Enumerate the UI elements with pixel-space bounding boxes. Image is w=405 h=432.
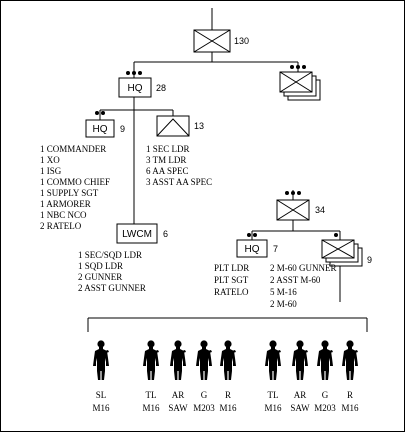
- soldier-role: TL: [268, 390, 279, 400]
- list-item: 3 TM LDR: [146, 155, 186, 165]
- soldier-weapon: M16: [341, 403, 359, 413]
- list-item: 2 ASST M-60: [270, 275, 321, 285]
- list-item: 1 COMMO CHIEF: [40, 177, 110, 187]
- soldier-role-labels: SL TL AR G R TL AR G R: [96, 390, 353, 400]
- list-item: 1 SQD LDR: [78, 261, 123, 271]
- platoon-hq-label: HQ: [245, 244, 260, 255]
- platoons-dots-icon: [290, 65, 306, 69]
- soldier-weapon: M203: [314, 403, 336, 413]
- list-item: 1 SEC/SQD LDR: [78, 250, 142, 260]
- soldier-role: R: [225, 390, 231, 400]
- company-hq-symbol: [85, 119, 115, 138]
- platoon-hq-dots-icon: [247, 233, 257, 237]
- soldier-role: R: [347, 390, 353, 400]
- platoons-stack-symbol: [279, 65, 321, 101]
- squad-dot-icon: [334, 233, 338, 237]
- squads-strength: 9: [367, 255, 372, 265]
- soldier-role: AR: [294, 390, 307, 400]
- hq-section-strength: 28: [156, 83, 166, 93]
- lwcm-strength: 6: [163, 229, 168, 239]
- list-item: 1 XO: [40, 155, 60, 165]
- hq-section-label: HQ: [128, 83, 143, 94]
- company-hq-label: HQ: [93, 124, 108, 135]
- list-item: 6 AA SPEC: [146, 166, 189, 176]
- platoon-hq-personnel-list: PLT LDR PLT SGT RATELO: [214, 263, 249, 297]
- air-defense-symbol: [156, 115, 190, 137]
- company-hq-strength: 9: [120, 124, 125, 134]
- lwcm-symbol: [116, 223, 158, 244]
- soldier-figure: [342, 340, 358, 380]
- list-item: 1 ARMORER: [40, 199, 91, 209]
- company-hq-personnel-list: 1 COMMANDER 1 XO 1 ISG 1 COMMO CHIEF 1 S…: [40, 144, 110, 231]
- hq-section-dots-icon: [126, 71, 142, 75]
- list-item: 2 M-60: [270, 299, 297, 309]
- list-item: PLT SGT: [214, 275, 249, 285]
- squads-stack-symbol: [321, 239, 363, 267]
- soldier-weapon-labels: M16 M16 SAW M203 M16 M16 SAW M203 M16: [92, 403, 359, 413]
- soldier-weapon: SAW: [168, 403, 188, 413]
- soldier-weapon: M16: [219, 403, 237, 413]
- soldier-weapon: M16: [264, 403, 282, 413]
- list-item: 1 ISG: [40, 166, 62, 176]
- soldier-weapon: M203: [193, 403, 215, 413]
- lwcm-label: LWCM: [122, 229, 152, 240]
- soldier-weapon: M16: [142, 403, 160, 413]
- list-item: 2 M-60 GUNNER: [270, 263, 337, 273]
- list-item: 1 SUPPLY SGT: [40, 188, 99, 198]
- list-item: 2 GUNNER: [78, 272, 122, 282]
- air-defense-strength: 13: [194, 121, 204, 131]
- soldier-figure: [220, 340, 236, 380]
- list-item: 2 ASST GUNNER: [78, 283, 146, 293]
- platoon-hq-strength: 7: [273, 244, 278, 254]
- list-item: 5 M-16: [270, 287, 297, 297]
- hq-section-symbol: [118, 77, 152, 98]
- list-item: RATELO: [214, 287, 249, 297]
- soldier-role: TL: [146, 390, 157, 400]
- soldier-weapon: M16: [92, 403, 110, 413]
- platoon-strength: 34: [315, 205, 325, 215]
- list-item: PLT LDR: [214, 263, 249, 273]
- soldier-role: G: [322, 390, 329, 400]
- soldier-role: G: [201, 390, 208, 400]
- soldiers-row: [93, 340, 358, 380]
- soldier-figure: [143, 340, 159, 380]
- platoon-dots-icon: [285, 191, 301, 195]
- soldier-figure: [317, 340, 333, 380]
- company-strength: 130: [234, 36, 249, 46]
- soldier-weapon: SAW: [290, 403, 310, 413]
- soldier-figure: [265, 340, 281, 380]
- soldier-figure: [170, 340, 186, 380]
- list-item: 1 COMMANDER: [40, 144, 106, 154]
- company-symbol: [193, 29, 231, 53]
- squads-weapons-list: 2 M-60 GUNNER 2 ASST M-60 5 M-16 2 M-60: [270, 263, 337, 309]
- list-item: 1 NBC NCO: [40, 210, 87, 220]
- soldier-figure: [93, 340, 109, 380]
- soldier-figure: [196, 340, 212, 380]
- soldier-role: SL: [96, 390, 107, 400]
- lwcm-personnel-list: 1 SEC/SQD LDR 1 SQD LDR 2 GUNNER 2 ASST …: [78, 250, 146, 293]
- list-item: 2 RATELO: [40, 221, 82, 231]
- connector-lines: [87, 8, 368, 332]
- platoon-symbol: [276, 199, 310, 221]
- company-hq-dots-icon: [95, 111, 105, 115]
- list-item: 1 SEC LDR: [146, 144, 190, 154]
- air-defense-personnel-list: 1 SEC LDR 3 TM LDR 6 AA SPEC 3 ASST AA S…: [146, 144, 212, 187]
- soldier-figure: [292, 340, 308, 380]
- soldier-role: AR: [172, 390, 185, 400]
- list-item: 3 ASST AA SPEC: [146, 177, 212, 187]
- platoon-hq-symbol: [236, 239, 268, 258]
